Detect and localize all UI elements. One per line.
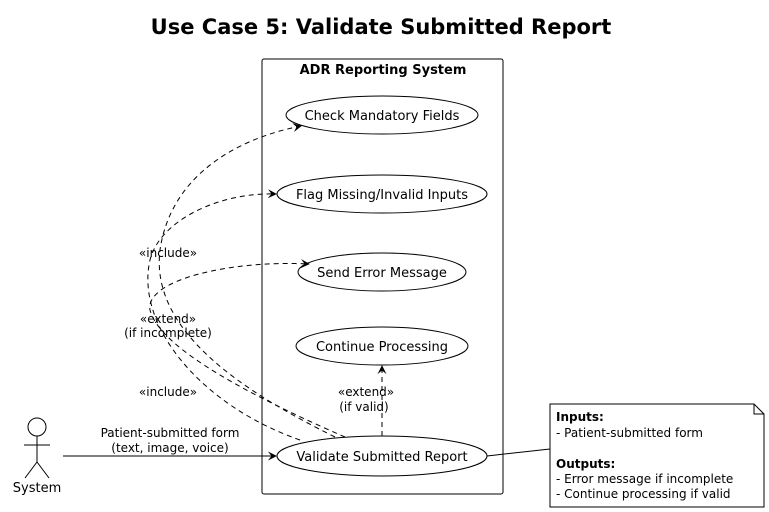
usecase-flag-missing-inputs-label: Flag Missing/Invalid Inputs [296, 188, 468, 203]
extend-valid-label-line1: «extend» [338, 385, 394, 399]
note-outputs-heading: Outputs: [556, 457, 615, 471]
system-boundary-label: ADR Reporting System [300, 63, 467, 78]
usecase-continue-processing [295, 326, 469, 366]
note-outputs-item-2: - Continue processing if valid [556, 487, 731, 501]
note-inputs-heading: Inputs: [556, 410, 604, 424]
usecase-check-mandatory-fields [285, 95, 479, 135]
note-inputs-item: - Patient-submitted form [556, 426, 703, 440]
association-label-line2: (text, image, voice) [111, 441, 228, 455]
note-fold [753, 404, 764, 415]
extend-valid-label-line2: (if valid) [339, 400, 388, 414]
note-box [549, 403, 765, 508]
note-connector [486, 448, 551, 457]
include-label-top: «include» [139, 246, 197, 260]
usecase-send-error-message-label: Send Error Message [317, 266, 447, 281]
system-boundary [261, 58, 504, 495]
include-arrow-check-mandatory-fields [158, 123, 336, 438]
usecase-validate-submitted-report-label: Validate Submitted Report [296, 450, 467, 465]
include-label-bottom: «include» [139, 385, 197, 399]
usecase-check-mandatory-fields-label: Check Mandatory Fields [305, 109, 460, 124]
actor-system-label: System [13, 481, 61, 496]
diagram-title: Use Case 5: Validate Submitted Report [151, 15, 612, 39]
usecase-flag-missing-inputs [276, 174, 488, 214]
extend-incomplete-label-line2: (if incomplete) [124, 326, 212, 340]
include-arrow-flag-missing-inputs [147, 189, 301, 441]
association-label-line1: Patient-submitted form [101, 426, 240, 440]
extend-incomplete-label-line1: «extend» [140, 312, 196, 326]
usecase-continue-processing-label: Continue Processing [316, 340, 448, 355]
actor-system [24, 417, 50, 479]
note-outputs-item-1: - Error message if incomplete [556, 472, 733, 486]
usecase-send-error-message [297, 252, 467, 292]
extend-arrow-send-error-message [149, 259, 346, 438]
